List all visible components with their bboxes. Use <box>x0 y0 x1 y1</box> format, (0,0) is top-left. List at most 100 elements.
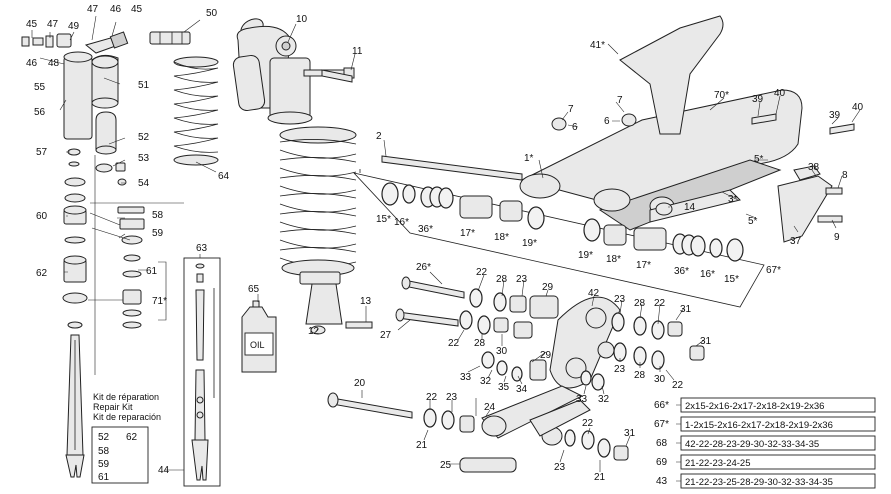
callout-35: 35 <box>498 382 510 393</box>
callout-28: 28 <box>496 274 508 285</box>
callout-52: 52 <box>138 132 150 143</box>
callout-63: 63 <box>196 243 208 254</box>
callout-28: 28 <box>634 370 646 381</box>
table-parts: 2x15-2x16-2x17-2x18-2x19-2x36 <box>685 401 824 412</box>
callout-40: 40 <box>774 88 786 99</box>
table-ref: 43 <box>656 476 668 487</box>
callout-30: 30 <box>654 374 666 385</box>
table-ref: 67* <box>654 419 669 430</box>
callout-38: 38 <box>808 162 820 173</box>
oil-label: OIL <box>250 340 265 350</box>
callout-22: 22 <box>654 298 666 309</box>
callout-2: 2 <box>376 131 382 142</box>
callout-30: 30 <box>496 346 508 357</box>
callout-39: 39 <box>829 110 841 121</box>
callout-61: 61 <box>146 266 158 277</box>
callout-45: 45 <box>26 19 38 30</box>
callout-18: 18* <box>606 254 621 265</box>
table-parts: 21-22-23-25-28-29-30-32-33-34-35 <box>685 477 833 488</box>
linkage <box>327 276 705 473</box>
callout-19: 19* <box>522 238 537 249</box>
callout-37: 37 <box>790 236 802 247</box>
callout-33: 33 <box>460 372 472 383</box>
callout-21: 21 <box>594 472 606 483</box>
callout-64: 64 <box>218 171 230 182</box>
callout-46: 46 <box>110 4 122 15</box>
callout-56: 56 <box>34 107 46 118</box>
callout-5: 5* <box>748 216 758 227</box>
callout-6: 6 <box>604 116 610 127</box>
callout-39: 39 <box>752 94 764 105</box>
spring <box>173 56 219 166</box>
callout-7: 7 <box>617 95 623 106</box>
callout-51: 51 <box>138 80 150 91</box>
callout-20: 20 <box>354 378 366 389</box>
bearing-kit-panel <box>352 169 765 308</box>
callout-10: 10 <box>296 14 308 25</box>
callout-36: 36* <box>418 224 433 235</box>
callout-16: 16* <box>394 217 409 228</box>
callout-42: 42 <box>588 288 600 299</box>
oil-bottle <box>241 300 277 373</box>
callout-29: 29 <box>540 350 552 361</box>
callout-16: 16* <box>700 269 715 280</box>
callout-34: 34 <box>516 384 528 395</box>
repair-kit-box <box>91 426 149 484</box>
callout-23: 23 <box>516 274 528 285</box>
callout-32: 32 <box>480 376 492 387</box>
parts-table-text: 66* 2x15-2x16-2x17-2x18-2x19-2x36 67* 1-… <box>654 400 833 488</box>
callout-18: 18* <box>494 232 509 243</box>
callout-6: 6 <box>572 122 578 133</box>
callout-46: 46 <box>26 58 38 69</box>
callout-17: 17* <box>460 228 475 239</box>
callout-48: 48 <box>48 58 60 69</box>
callout-8: 8 <box>842 170 848 181</box>
callout-23: 23 <box>446 392 458 403</box>
callout-44: 44 <box>158 465 170 476</box>
callout-9: 9 <box>834 232 840 243</box>
callout-5: 5* <box>754 154 764 165</box>
callout-31: 31 <box>624 428 636 439</box>
kit-title-en: Repair Kit <box>93 402 133 412</box>
callout-28: 28 <box>474 338 486 349</box>
kit-item: 59 <box>98 459 110 470</box>
reservoir-assembly <box>21 31 129 478</box>
table-ref: 69 <box>656 457 668 468</box>
callout-45: 45 <box>131 4 143 15</box>
callout-22: 22 <box>448 338 460 349</box>
kit-item: 62 <box>126 432 138 443</box>
cartridge <box>149 31 191 45</box>
seal-parts <box>89 206 145 329</box>
leader-lines <box>31 15 861 472</box>
callout-31: 31 <box>680 304 692 315</box>
callout-41: 41* <box>590 40 605 51</box>
callout-31: 31 <box>700 336 712 347</box>
callout-29: 29 <box>542 282 554 293</box>
repair-kit-text: Kit de réparation Repair Kit Kit de repa… <box>93 392 161 483</box>
kit-item: 61 <box>98 472 110 483</box>
callout-24: 24 <box>484 402 496 413</box>
callout-50: 50 <box>206 8 218 19</box>
kit-title-es: Kit de reparación <box>93 412 161 422</box>
callout-33: 33 <box>576 394 588 405</box>
callout-13: 13 <box>360 296 372 307</box>
callout-23: 23 <box>614 364 626 375</box>
damper-rod <box>183 257 221 487</box>
callout-70: 70* <box>714 90 729 101</box>
callout-22: 22 <box>426 392 438 403</box>
callout-57: 57 <box>36 147 48 158</box>
callout-3: 3* <box>728 194 738 205</box>
callout-62: 62 <box>36 268 48 279</box>
callout-22: 22 <box>582 418 594 429</box>
table-ref: 68 <box>656 438 668 449</box>
callout-7: 7 <box>568 104 574 115</box>
callout-71: 71* <box>152 296 167 307</box>
table-ref: 66* <box>654 400 669 411</box>
kit-title-fr: Kit de réparation <box>93 392 159 402</box>
callout-27: 27 <box>380 330 392 341</box>
table-parts: 21-22-23-24-25 <box>685 458 751 469</box>
callout-58: 58 <box>152 210 164 221</box>
callout-59: 59 <box>152 228 164 239</box>
table-parts: 1-2x15-2x16-2x17-2x18-2x19-2x36 <box>685 420 833 431</box>
